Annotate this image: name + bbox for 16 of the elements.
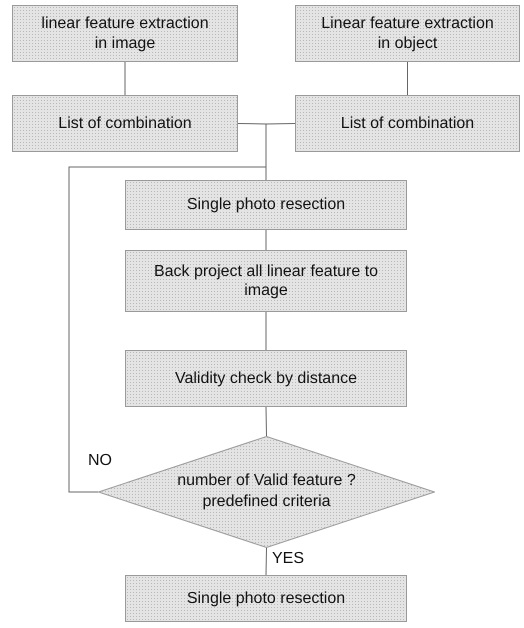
process-box: List of combination — [12, 95, 238, 152]
edge-label: NO — [88, 452, 112, 470]
edge-label: YES — [272, 550, 304, 568]
connector-line — [68, 166, 266, 492]
decision-text: number of Valid feature ? predefined criteria — [176, 471, 357, 512]
process-box: Single photo resection — [125, 575, 407, 622]
connector-line — [266, 406, 267, 436]
process-box: Back project all linear feature to image — [125, 250, 407, 312]
process-box: linear feature extraction in image — [12, 5, 238, 62]
connector-line — [124, 62, 126, 96]
connector-line — [266, 548, 267, 576]
process-box: Validity check by distance — [125, 350, 407, 407]
process-box: List of combination — [295, 95, 520, 152]
process-box: Linear feature extraction in object — [295, 5, 520, 62]
process-box: Single photo resection — [125, 180, 407, 230]
connector-line — [407, 62, 408, 96]
